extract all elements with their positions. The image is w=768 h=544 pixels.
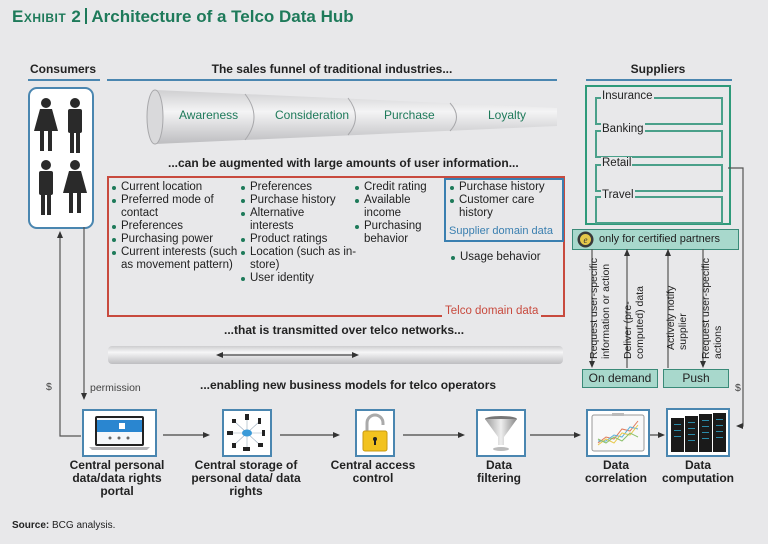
funnel-mouth (146, 89, 164, 145)
funnel-icon (485, 416, 517, 451)
certified-label: only for certified partners (599, 233, 721, 245)
funnel-divider (244, 93, 255, 141)
network-pipe (108, 346, 563, 364)
suppliers-header: Suppliers (630, 62, 686, 76)
supplier-retail: Retail (595, 157, 723, 192)
funnel-stage-purchase: Purchase (384, 108, 435, 122)
push-button[interactable]: Push (663, 369, 729, 388)
dollar-left-label: $ (46, 381, 52, 393)
list-item: Usage behavior (450, 251, 558, 264)
flow-notify: Actively notify supplier (665, 285, 689, 350)
data-column-2: Preferences Purchase history Alternative… (240, 181, 356, 285)
exhibit-title: Exhibit 2 Architecture of a Telco Data Hu… (12, 7, 354, 27)
consumer-connectors (57, 227, 87, 437)
list-item: Purchase history (240, 194, 352, 207)
pipeline-label-access-control: Central access control (330, 458, 416, 485)
supplier-domain-label: Supplier domain data (447, 225, 555, 237)
list-item: Product ratings (240, 233, 352, 246)
enabling-text: ...enabling new business models for telc… (200, 378, 497, 392)
flow-connectors (589, 167, 744, 429)
pipeline-node-correlation[interactable] (586, 409, 650, 457)
flow-deliver: Deliver (pre-computed) data (622, 286, 646, 359)
pipeline-label-correlation: Data correlation (584, 458, 647, 485)
funnel-stage-consideration: Consideration (275, 108, 350, 122)
pipeline-node-portal[interactable] (82, 409, 157, 457)
cloud-network-icon (227, 414, 265, 451)
server-rack-icon (671, 413, 726, 452)
laptop-portal-icon (89, 416, 150, 450)
exhibit-title-text: Architecture of a Telco Data Hub (91, 7, 354, 26)
flow-request-actions: Request user-specific actions (700, 258, 724, 359)
on-demand-button[interactable]: On demand (582, 369, 658, 388)
consumers-header-rule (28, 79, 100, 81)
pipeline-node-access-control[interactable] (355, 409, 395, 457)
pipeline-label-filtering: Data filtering (477, 458, 521, 485)
chart-board-icon (591, 413, 645, 452)
list-item: Purchasing power (111, 233, 236, 246)
list-item: Preferences (111, 220, 236, 233)
pipeline-node-storage[interactable] (222, 409, 272, 457)
telco-domain-label: Telco domain data (442, 305, 542, 317)
source-text: BCG analysis. (52, 520, 116, 531)
list-item: Customer care history (449, 194, 549, 220)
people-icon (34, 98, 87, 215)
supplier-banking: Banking (595, 123, 723, 158)
flow-request-info: Request user-specific information or act… (588, 258, 612, 359)
funnel-divider (347, 97, 356, 136)
title-divider (85, 8, 88, 24)
data-column-1: Current location Preferred mode of conta… (111, 181, 239, 272)
svg-text:e: e (584, 235, 588, 245)
list-item: Available income (354, 194, 426, 220)
transmit-text: ...that is transmitted over telco networ… (224, 323, 465, 337)
funnel-header-rule (107, 79, 557, 81)
supplier-domain-list: Purchase history Customer care history (449, 181, 559, 220)
list-item: Location (such as in-store) (240, 246, 358, 272)
supplier-insurance: Insurance (595, 90, 723, 125)
source-label: Source: (12, 520, 50, 531)
source-note: Source: BCG analysis. (12, 520, 115, 531)
list-item: Purchasing behavior (354, 220, 439, 246)
telco-domain-box (107, 176, 565, 317)
usage-list: Usage behavior (450, 251, 558, 264)
funnel-stage-loyalty: Loyalty (488, 108, 527, 122)
pipeline-label-computation: Data computation (662, 458, 734, 485)
padlock-icon (362, 413, 388, 452)
augment-text: ...can be augmented with large amounts o… (168, 156, 519, 170)
pipeline-label-storage: Central storage of personal data/ data r… (191, 458, 301, 498)
permission-label: permission (90, 382, 141, 394)
dollar-right-label: $ (735, 382, 741, 394)
list-item: Current location (111, 181, 236, 194)
funnel-header: The sales funnel of traditional industri… (211, 62, 453, 76)
pipeline-arrows (163, 432, 665, 438)
list-item: Alternative interests (240, 207, 330, 233)
certificate-seal-icon: e (577, 231, 594, 248)
suppliers-box: Insurance Banking Retail Travel (585, 85, 731, 225)
consumers-header: Consumers (29, 62, 97, 76)
consumers-box (28, 87, 94, 229)
list-item: Purchase history (449, 181, 559, 194)
exhibit-number: Exhibit 2 (12, 7, 82, 26)
list-item: User identity (240, 272, 352, 285)
supplier-travel: Travel (595, 189, 723, 224)
funnel-divider (449, 102, 457, 132)
sales-funnel (146, 89, 557, 145)
data-column-3: Credit rating Available income Purchasin… (354, 181, 442, 246)
pipeline-label-portal: Central personal data/data rights portal (69, 458, 165, 498)
list-item: Current interests (such as movement patt… (111, 246, 239, 272)
list-item: Preferred mode of contact (111, 194, 221, 220)
supplier-domain-box (444, 178, 564, 242)
pipeline-node-filtering[interactable] (476, 409, 526, 457)
funnel-stage-awareness: Awareness (179, 108, 239, 122)
certified-partners-bar: e only for certified partners (572, 229, 739, 250)
list-item: Credit rating (354, 181, 442, 194)
list-item: Preferences (240, 181, 352, 194)
suppliers-header-rule (586, 79, 732, 81)
pipeline-node-computation[interactable] (666, 408, 730, 457)
